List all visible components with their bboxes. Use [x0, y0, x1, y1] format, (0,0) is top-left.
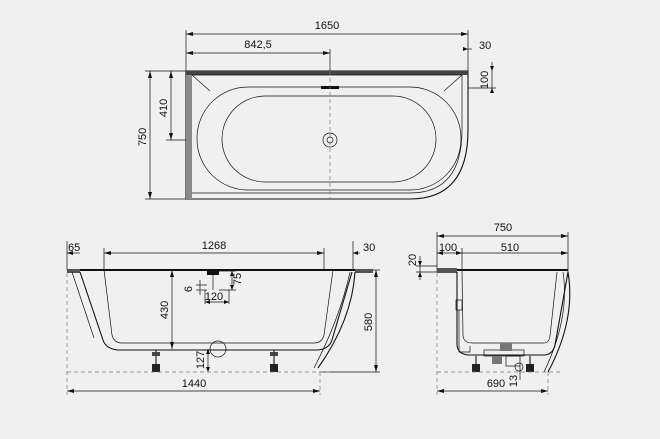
dim-label-overflow-height: 75	[232, 273, 244, 285]
waste-assembly	[455, 299, 525, 372]
tub-outline-top	[185, 70, 469, 200]
side-leg-left	[472, 356, 480, 372]
drain-icon	[322, 132, 338, 148]
dim-label-side-inner-width: 510	[501, 242, 519, 254]
front-side-panel	[317, 271, 356, 369]
side-view: 750 100 510 20	[407, 222, 571, 395]
dim-label-side-width: 750	[494, 222, 512, 234]
dim-label-waste-height: 13	[508, 375, 520, 387]
dim-label-total-height: 580	[363, 313, 375, 331]
bowl-floor	[221, 95, 437, 183]
side-leg-right	[526, 356, 534, 372]
dim-label-overall-length: 1650	[315, 20, 339, 32]
dim-label-center-offset: 842,5	[244, 39, 272, 51]
bowl-outline	[196, 86, 462, 191]
dim-label-right-rim: 30	[363, 242, 375, 254]
dim-label-drain-height: 127	[195, 351, 207, 369]
dim-label-overall-width: 750	[137, 128, 149, 146]
dim-label-inner-length: 1268	[202, 240, 226, 252]
front-outer-shell	[79, 271, 353, 351]
dim-label-rim: 100	[479, 71, 491, 89]
top-view: 1650 842,5 30 750 410 100	[137, 20, 496, 200]
dim-label-right-edge: 30	[479, 40, 491, 52]
leg-left	[152, 350, 160, 372]
dim-label-straight-width: 410	[158, 99, 170, 117]
dim-label-overflow-width: 120	[205, 291, 223, 303]
dim-label-side-base-width: 690	[487, 378, 505, 390]
side-wall-section	[437, 268, 457, 273]
dim-label-wall-height: 20	[407, 254, 419, 266]
dim-label-left-rim: 65	[68, 242, 80, 254]
wall-section-top	[186, 71, 468, 75]
dim-label-side-rim: 100	[439, 242, 457, 254]
leg-right	[270, 350, 278, 372]
dim-label-base-length: 1440	[182, 378, 206, 390]
wall-section-left	[186, 71, 192, 199]
drain-waste	[209, 340, 227, 358]
side-outer-shell	[456, 271, 569, 356]
dim-label-overflow-offset: 6	[183, 286, 195, 292]
front-view: 65 1268 30 75 6	[66, 240, 380, 395]
dim-label-depth: 430	[159, 301, 171, 319]
